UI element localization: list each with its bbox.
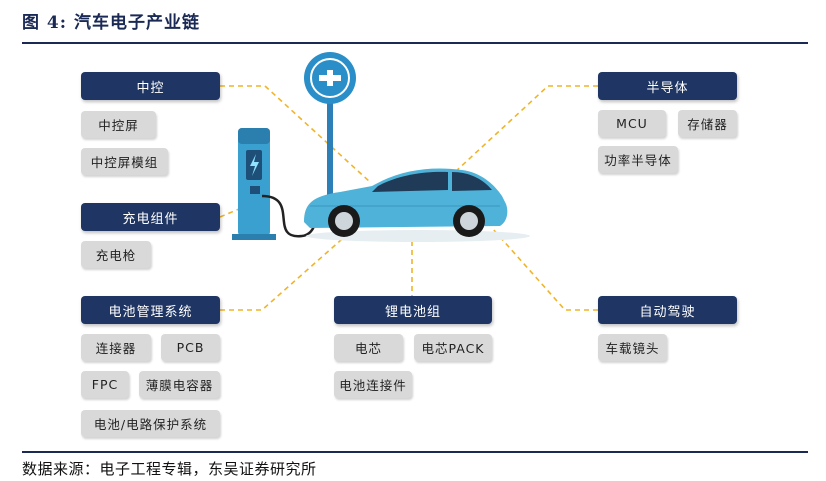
item-zhongkongping: 中控屏 bbox=[81, 111, 156, 138]
item-dianchi-lianjiejian: 电池连接件 bbox=[334, 371, 412, 398]
header-dianchi-guanli: 电池管理系统 bbox=[81, 296, 220, 324]
charging-station-icon bbox=[232, 128, 320, 240]
figure-source: 数据来源：电子工程专辑，东吴证券研究所 bbox=[22, 460, 317, 478]
item-bomo-dianrongqi: 薄膜电容器 bbox=[139, 371, 220, 398]
connector-zidong bbox=[491, 227, 598, 311]
item-dianxin: 电芯 bbox=[334, 334, 403, 361]
bottom-rule bbox=[22, 451, 808, 453]
connector-dianchi-guanli bbox=[220, 231, 351, 311]
item-cunchuqi: 存储器 bbox=[678, 110, 737, 137]
item-fpc: FPC bbox=[81, 371, 129, 398]
header-zidong: 自动驾驶 bbox=[598, 296, 737, 324]
item-baohu-xitong: 电池/电路保护系统 bbox=[81, 410, 220, 437]
header-lidianchi: 锂电池组 bbox=[334, 296, 492, 324]
header-chongdian: 充电组件 bbox=[81, 203, 220, 231]
item-chongdianqiang: 充电枪 bbox=[81, 241, 151, 268]
item-lianjieqi: 连接器 bbox=[81, 334, 151, 361]
item-zhongkongping-mozu: 中控屏模组 bbox=[81, 148, 168, 175]
item-dianxin-pack: 电芯PACK bbox=[414, 334, 492, 361]
item-mcu: MCU bbox=[598, 110, 666, 137]
item-pcb: PCB bbox=[161, 334, 220, 361]
car-illustration bbox=[304, 168, 530, 242]
top-rule bbox=[22, 42, 808, 44]
header-bandaoti: 半导体 bbox=[598, 72, 737, 100]
ev-charging-sign-icon bbox=[304, 52, 356, 198]
header-zhongkong: 中控 bbox=[81, 72, 220, 100]
figure-title: 图 4: 汽车电子产业链 bbox=[22, 13, 200, 33]
connector-zhongkong bbox=[220, 85, 371, 183]
item-gonglv-bandaoti: 功率半导体 bbox=[598, 146, 678, 173]
item-cheza-jingtou: 车载镜头 bbox=[598, 334, 667, 361]
connector-bandaoti bbox=[454, 85, 598, 173]
